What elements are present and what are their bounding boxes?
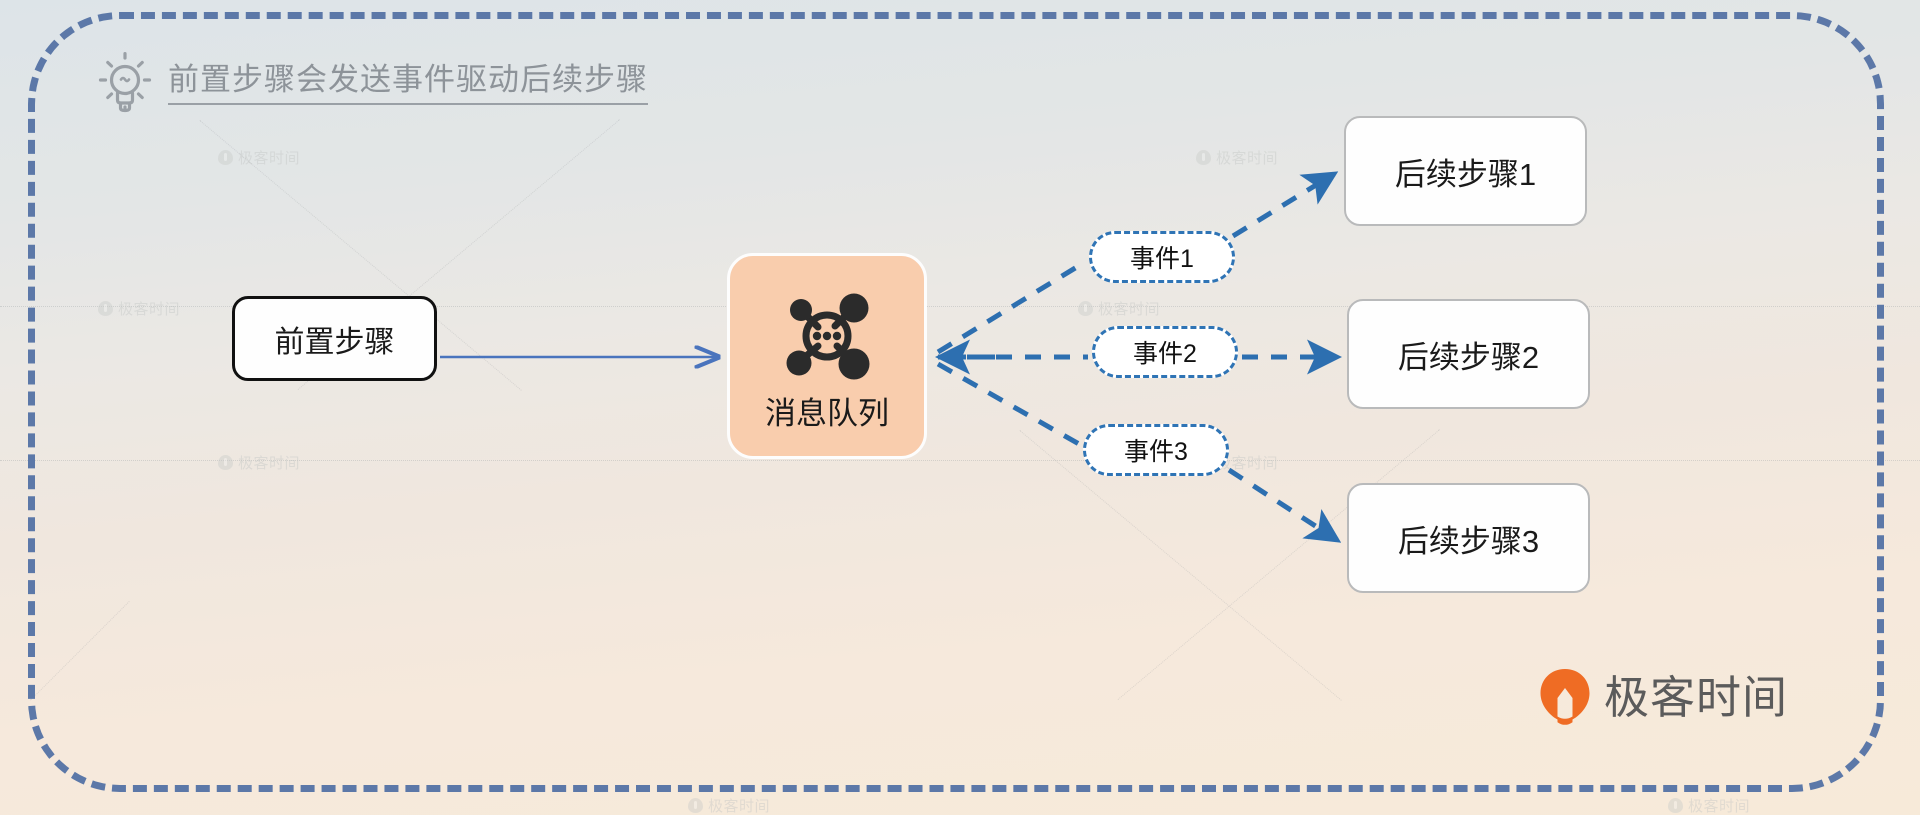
brand-name: 极客时间 — [1604, 671, 1789, 723]
header: 前置步骤会发送事件驱动后续步骤 — [96, 52, 648, 114]
outer-dashed-frame — [28, 12, 1884, 792]
watermark: 极客时间 — [1668, 795, 1750, 815]
geektime-logo-icon — [688, 798, 703, 813]
brand-logo: 极客时间 — [1539, 668, 1788, 726]
node-start-step-label: 前置步骤 — [274, 325, 395, 359]
event-pill-3[interactable]: 事件3 — [1083, 424, 1229, 476]
event-pill-1-label: 事件1 — [1130, 245, 1194, 273]
node-message-queue[interactable]: 消息队列 — [727, 253, 927, 459]
watermark-label: 极客时间 — [1688, 798, 1751, 815]
lightbulb-icon — [96, 52, 154, 114]
node-next-step-1[interactable]: 后续步骤1 — [1344, 116, 1587, 226]
page-title: 前置步骤会发送事件驱动后续步骤 — [168, 61, 648, 106]
geektime-logo-icon — [1539, 668, 1591, 726]
node-next-step-3[interactable]: 后续步骤3 — [1347, 483, 1590, 593]
node-next-step-2-label: 后续步骤2 — [1397, 339, 1540, 375]
geektime-logo-icon — [1668, 798, 1683, 813]
event-pill-2[interactable]: 事件2 — [1092, 326, 1238, 378]
watermark: 极客时间 — [688, 795, 770, 815]
node-next-step-2[interactable]: 后续步骤2 — [1347, 299, 1590, 409]
event-pill-2-label: 事件2 — [1133, 340, 1197, 368]
node-start-step[interactable]: 前置步骤 — [232, 296, 437, 381]
node-next-step-3-label: 后续步骤3 — [1397, 523, 1540, 559]
event-pill-3-label: 事件3 — [1124, 438, 1188, 466]
message-queue-network-icon — [775, 280, 879, 388]
event-pill-1[interactable]: 事件1 — [1089, 231, 1235, 283]
node-message-queue-label: 消息队列 — [765, 395, 889, 431]
node-next-step-1-label: 后续步骤1 — [1394, 156, 1537, 192]
watermark-label: 极客时间 — [708, 798, 771, 815]
